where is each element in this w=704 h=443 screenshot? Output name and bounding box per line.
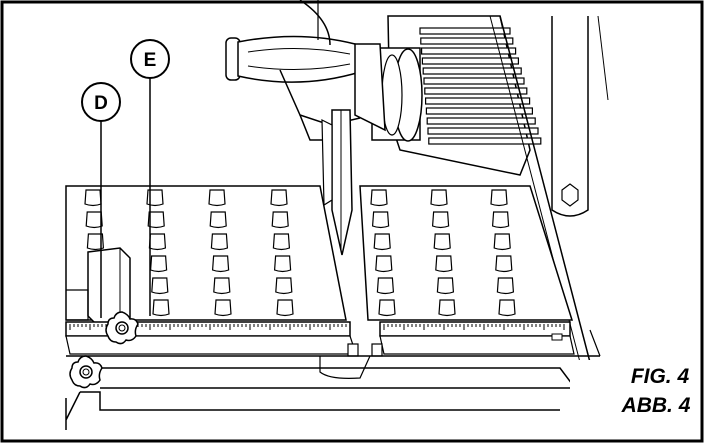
- table-slot: [493, 233, 511, 251]
- table-slot: [375, 255, 393, 273]
- fence-lock-knob: [105, 311, 139, 345]
- table-slot: [271, 211, 289, 229]
- callout-d: D: [81, 82, 121, 318]
- table-slot: [436, 277, 455, 295]
- callout-e-letter: E: [144, 50, 157, 71]
- table-slot: [213, 277, 231, 295]
- table-slot: [370, 189, 388, 207]
- cooling-fin: [427, 127, 539, 135]
- table-slot: [495, 255, 513, 273]
- cooling-fin: [425, 97, 531, 105]
- table-slot: [214, 299, 232, 317]
- table-slot: [147, 211, 165, 229]
- table-slot: [272, 233, 291, 251]
- table-slot: [378, 299, 396, 317]
- table-slot: [208, 189, 226, 207]
- cooling-fin: [428, 137, 542, 145]
- cooling-fin: [424, 87, 528, 95]
- cooling-fin: [421, 47, 517, 55]
- saw-handle: [225, 0, 386, 141]
- table-slot: [276, 299, 294, 317]
- table-slot: [491, 211, 510, 229]
- table-slot: [496, 277, 515, 295]
- cooling-fin: [420, 37, 514, 45]
- table-slot: [85, 211, 103, 229]
- table-slot: [433, 233, 451, 251]
- table-slot: [275, 277, 293, 295]
- table-lock-knob: [69, 355, 103, 389]
- cooling-fin: [421, 57, 519, 65]
- motor-housing: [371, 15, 593, 371]
- table-slot: [270, 189, 288, 207]
- table-slot: [86, 233, 105, 251]
- table-slot: [371, 211, 390, 229]
- cooling-fins: [419, 27, 542, 145]
- table-slot: [376, 277, 395, 295]
- table-slot: [149, 255, 168, 273]
- side-rail: [551, 15, 609, 217]
- table-slot: [273, 255, 292, 273]
- cooling-fin: [425, 107, 533, 115]
- table-slot: [438, 299, 456, 317]
- measuring-scale-left: [65, 321, 359, 357]
- cooling-fin: [423, 77, 525, 85]
- base-frame: [65, 329, 601, 430]
- table-slot: [210, 233, 229, 251]
- cooling-fin: [426, 117, 536, 125]
- table-slot: [84, 189, 102, 207]
- table-slot: [209, 211, 227, 229]
- right-table-slots: [370, 189, 516, 317]
- table-slot: [146, 189, 164, 207]
- callout-d-letter: D: [94, 93, 108, 114]
- hex-bolt-icon: [561, 183, 579, 207]
- table-slot: [211, 255, 230, 273]
- table-slot: [498, 299, 516, 317]
- cutting-blade: [321, 109, 353, 256]
- right-table: [359, 185, 574, 321]
- figure-label-fig: FIG. 4: [631, 365, 690, 388]
- table-slot: [490, 189, 508, 207]
- measuring-scale-right: [371, 321, 575, 357]
- table-slot: [151, 277, 169, 295]
- cooling-fin: [419, 27, 511, 35]
- table-slot: [373, 233, 391, 251]
- table-slot: [431, 211, 450, 229]
- cooling-fin: [422, 67, 522, 75]
- table-slot: [152, 299, 170, 317]
- figure-label-abb: ABB. 4: [621, 394, 691, 417]
- table-slot: [148, 233, 167, 251]
- table-slot: [435, 255, 453, 273]
- table-slot: [430, 189, 448, 207]
- callout-e: E: [130, 39, 170, 316]
